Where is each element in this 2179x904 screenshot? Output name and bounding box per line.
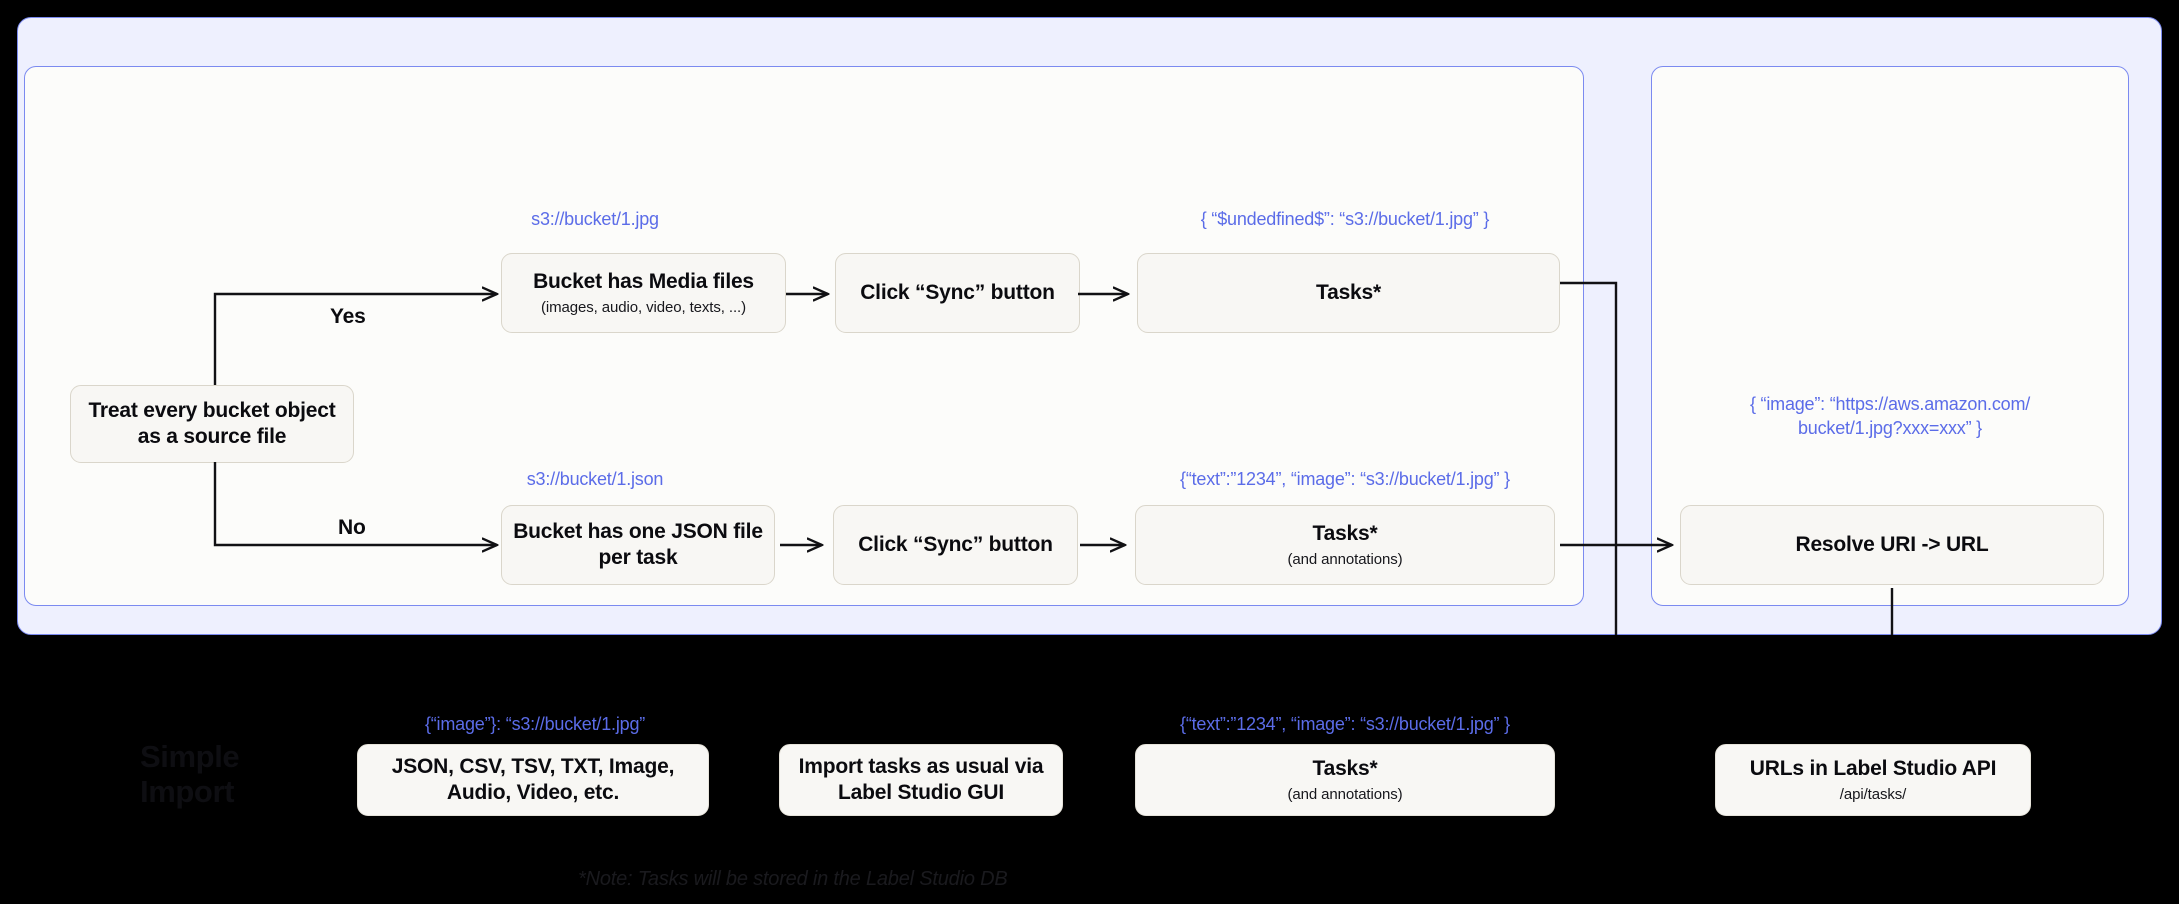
node-api-urls-label: URLs in Label Studio API bbox=[1749, 756, 1997, 780]
node-bucket-json-label: Bucket has one JSON file per task bbox=[513, 520, 763, 569]
node-tasks-import-label: Tasks* bbox=[1312, 756, 1378, 780]
node-tasks-import-sublabel: (and annotations) bbox=[1287, 785, 1403, 803]
node-supported-file-formats[interactable]: JSON, CSV, TSV, TXT, Image, Audio, Video… bbox=[357, 744, 709, 816]
node-click-sync-label-no: Click “Sync” button bbox=[858, 533, 1053, 557]
branch-label-no: No bbox=[338, 516, 366, 539]
caption-no-source-uri: s3://bucket/1.json bbox=[526, 469, 664, 489]
node-import-tasks-via-gui[interactable]: Import tasks as usual via Label Studio G… bbox=[779, 744, 1063, 816]
branch-label-yes: Yes bbox=[330, 305, 366, 328]
decision-node-treat-bucket-object[interactable]: Treat every bucket object as a source fi… bbox=[70, 385, 354, 463]
node-resolve-uri-to-url[interactable]: Resolve URI -> URL bbox=[1680, 505, 2104, 585]
caption-import-tasks-json: {“text”:”1234”, “image”: “s3://bucket/1.… bbox=[1180, 714, 1510, 734]
node-tasks-no-label: Tasks* bbox=[1312, 521, 1378, 545]
node-bucket-media-sublabel: (images, audio, video, texts, ...) bbox=[540, 298, 747, 316]
caption-yes-tasks-json: { “$undedfined$”: “s3://bucket/1.jpg” } bbox=[1200, 209, 1490, 229]
node-bucket-has-one-json-per-task[interactable]: Bucket has one JSON file per task bbox=[501, 505, 775, 585]
caption-no-tasks-json: {“text”:”1234”, “image”: “s3://bucket/1.… bbox=[1180, 469, 1510, 489]
caption-yes-source-uri: s3://bucket/1.jpg bbox=[531, 209, 659, 229]
node-tasks-no-sublabel: (and annotations) bbox=[1287, 550, 1403, 568]
caption-import-formats-json: {“image”}: “s3://bucket/1.jpg” bbox=[424, 714, 646, 734]
node-urls-in-label-studio-api[interactable]: URLs in Label Studio API /api/tasks/ bbox=[1715, 744, 2031, 816]
footnote-tasks-storage: *Note: Tasks will be stored in the Label… bbox=[578, 868, 1008, 890]
simple-import-heading: Simple Import bbox=[140, 739, 240, 809]
node-file-formats-label: JSON, CSV, TSV, TXT, Image, Audio, Video… bbox=[391, 755, 675, 804]
node-tasks-import[interactable]: Tasks* (and annotations) bbox=[1135, 744, 1555, 816]
node-tasks-yes-label: Tasks* bbox=[1316, 281, 1381, 305]
node-click-sync-button-yes[interactable]: Click “Sync” button bbox=[835, 253, 1080, 333]
caption-resolved-url: { “image”: “https://aws.amazon.com/ buck… bbox=[1749, 394, 2031, 438]
node-resolve-uri-label: Resolve URI -> URL bbox=[1795, 533, 1989, 557]
decision-node-label: Treat every bucket object as a source fi… bbox=[88, 399, 336, 448]
node-tasks-no[interactable]: Tasks* (and annotations) bbox=[1135, 505, 1555, 585]
node-bucket-has-media-files[interactable]: Bucket has Media files (images, audio, v… bbox=[501, 253, 786, 333]
node-bucket-media-label: Bucket has Media files bbox=[533, 269, 754, 293]
node-tasks-yes[interactable]: Tasks* bbox=[1137, 253, 1560, 333]
node-click-sync-label-yes: Click “Sync” button bbox=[860, 281, 1055, 305]
node-import-tasks-label: Import tasks as usual via Label Studio G… bbox=[798, 755, 1044, 804]
node-api-urls-sublabel: /api/tasks/ bbox=[1839, 785, 1907, 803]
node-click-sync-button-no[interactable]: Click “Sync” button bbox=[833, 505, 1078, 585]
